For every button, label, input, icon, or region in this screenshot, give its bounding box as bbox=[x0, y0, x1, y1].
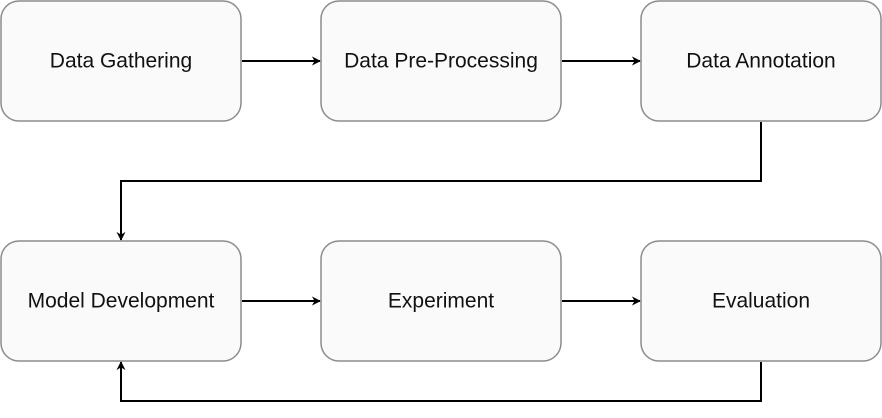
edge-annotation-to-model-development bbox=[116, 122, 762, 241]
node-label: Evaluation bbox=[712, 290, 810, 313]
node-evaluation: Evaluation bbox=[640, 240, 882, 362]
node-label: Data Gathering bbox=[50, 50, 192, 73]
node-label: Model Development bbox=[28, 290, 215, 313]
node-experiment: Experiment bbox=[320, 240, 562, 362]
node-label: Data Annotation bbox=[686, 50, 835, 73]
edges bbox=[116, 56, 762, 402]
node-label: Experiment bbox=[388, 290, 494, 313]
node-label: Data Pre-Processing bbox=[344, 50, 538, 73]
edge-evaluation-to-model-development bbox=[116, 361, 762, 402]
node-data-gathering: Data Gathering bbox=[0, 0, 242, 122]
node-data-pre-processing: Data Pre-Processing bbox=[320, 0, 562, 122]
node-model-development: Model Development bbox=[0, 240, 242, 362]
node-data-annotation: Data Annotation bbox=[640, 0, 882, 122]
